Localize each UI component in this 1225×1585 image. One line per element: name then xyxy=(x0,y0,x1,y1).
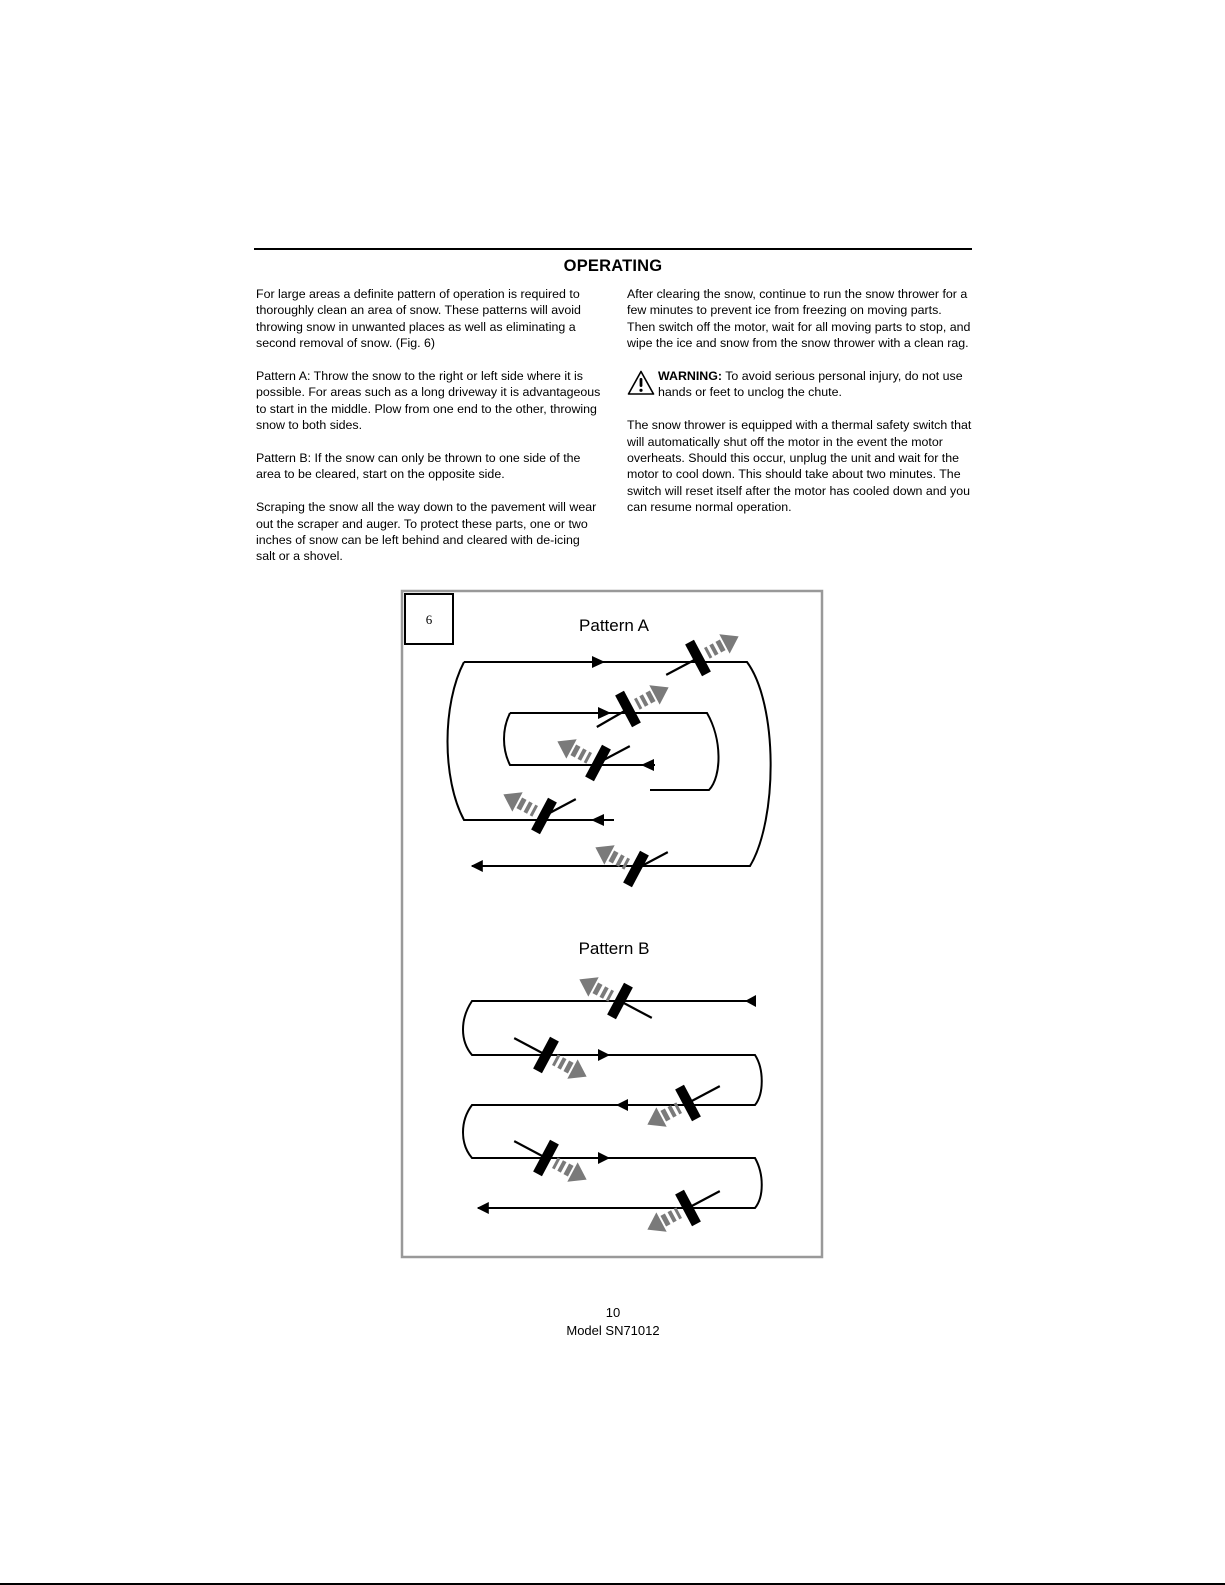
warning-triangle-icon xyxy=(627,370,655,395)
snow-thrower-6 xyxy=(579,977,653,1020)
pattern-b-label: Pattern B xyxy=(579,939,650,958)
snow-thrower-8 xyxy=(647,1084,721,1127)
model-number: Model SN71012 xyxy=(566,1323,660,1338)
warning-block: WARNING: To avoid serious personal injur… xyxy=(627,368,973,401)
warning-label: WARNING: xyxy=(658,369,723,384)
header-rule xyxy=(254,248,972,250)
pattern-a-path xyxy=(446,661,772,872)
paragraph-scraping: Scraping the snow all the way down to th… xyxy=(256,500,597,564)
snow-pattern-diagram: 6 Pattern A Pattern B xyxy=(400,589,824,1259)
right-column: After clearing the snow, continue to run… xyxy=(627,286,973,532)
paragraph-after-clearing: After clearing the snow, continue to run… xyxy=(627,287,971,351)
snow-thrower-10 xyxy=(647,1189,721,1232)
paragraph-intro: For large areas a definite pattern of op… xyxy=(256,287,581,351)
left-column: For large areas a definite pattern of op… xyxy=(256,286,602,581)
pattern-b-direction-arrows xyxy=(598,995,756,1164)
snow-thrower-4 xyxy=(503,792,577,835)
figure-number-box xyxy=(404,593,454,645)
bottom-rule xyxy=(0,1583,1225,1585)
figure-frame xyxy=(400,589,824,1259)
figure-number: 6 xyxy=(426,612,433,627)
pattern-b-path xyxy=(462,1000,763,1214)
paragraph-thermal-switch: The snow thrower is equipped with a ther… xyxy=(627,418,972,515)
section-heading: OPERATING xyxy=(563,257,663,275)
snow-thrower-7 xyxy=(513,1036,587,1079)
snow-thrower-9 xyxy=(513,1139,587,1182)
paragraph-pattern-a: Pattern A: Throw the snow to the right o… xyxy=(256,369,601,433)
paragraph-pattern-b: Pattern B: If the snow can only be throw… xyxy=(256,451,581,482)
figure-6: 6 Pattern A Pattern B xyxy=(400,589,824,1259)
snow-thrower-3 xyxy=(557,739,631,782)
snow-thrower-5 xyxy=(595,845,669,888)
pattern-a-direction-arrows xyxy=(591,656,654,826)
pattern-a-label: Pattern A xyxy=(579,616,650,635)
page-number: 10 xyxy=(605,1305,621,1320)
warning-text: To avoid serious personal injury, do not… xyxy=(658,369,963,400)
snow-thrower-2 xyxy=(596,685,669,728)
snow-thrower-1 xyxy=(665,634,739,677)
snow-throwers xyxy=(503,634,739,1232)
